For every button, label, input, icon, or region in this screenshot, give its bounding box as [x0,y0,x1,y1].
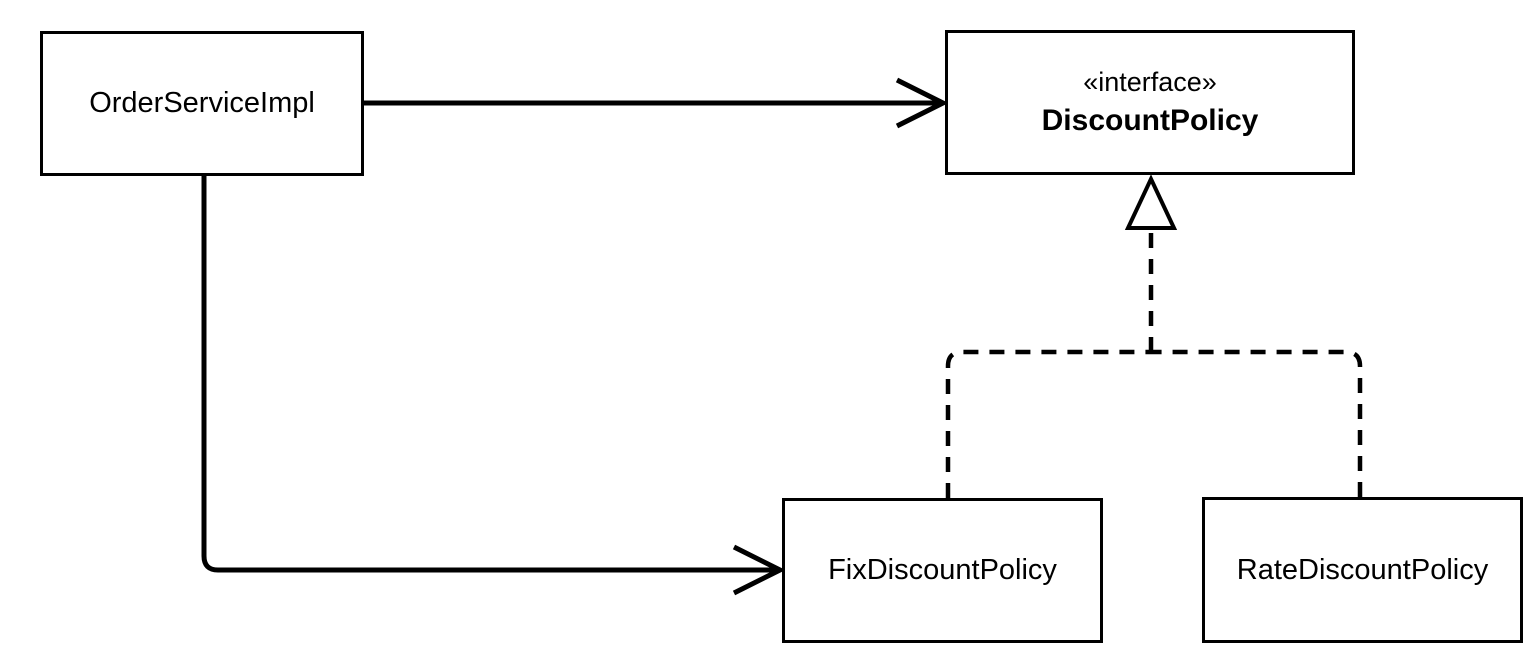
class-name-label: RateDiscountPolicy [1236,553,1489,586]
realization-line-fix [945,349,1151,498]
class-box-ratediscountpolicy: RateDiscountPolicy [1202,497,1523,643]
dependency-arrow-order-to-discountpolicy [364,77,949,129]
realization-line-rate [1151,349,1363,497]
open-arrowhead-icon [732,544,786,596]
class-box-fixdiscountpolicy: FixDiscountPolicy [782,498,1103,643]
class-box-orderserviceimpl: OrderServiceImpl [40,31,364,176]
open-arrowhead-icon [895,77,949,129]
stereotype-label: «interface» [1083,67,1217,98]
realization-connector-implementations-to-interface [945,231,1363,498]
class-name-label: OrderServiceImpl [89,87,315,120]
interface-box-discountpolicy: «interface» DiscountPolicy [945,30,1355,175]
dependency-arrow-order-to-fixdiscountpolicy [201,176,786,596]
class-name-label: FixDiscountPolicy [828,554,1057,587]
interface-name-label: DiscountPolicy [1041,103,1259,137]
hollow-triangle-arrowhead-icon [1124,174,1178,230]
